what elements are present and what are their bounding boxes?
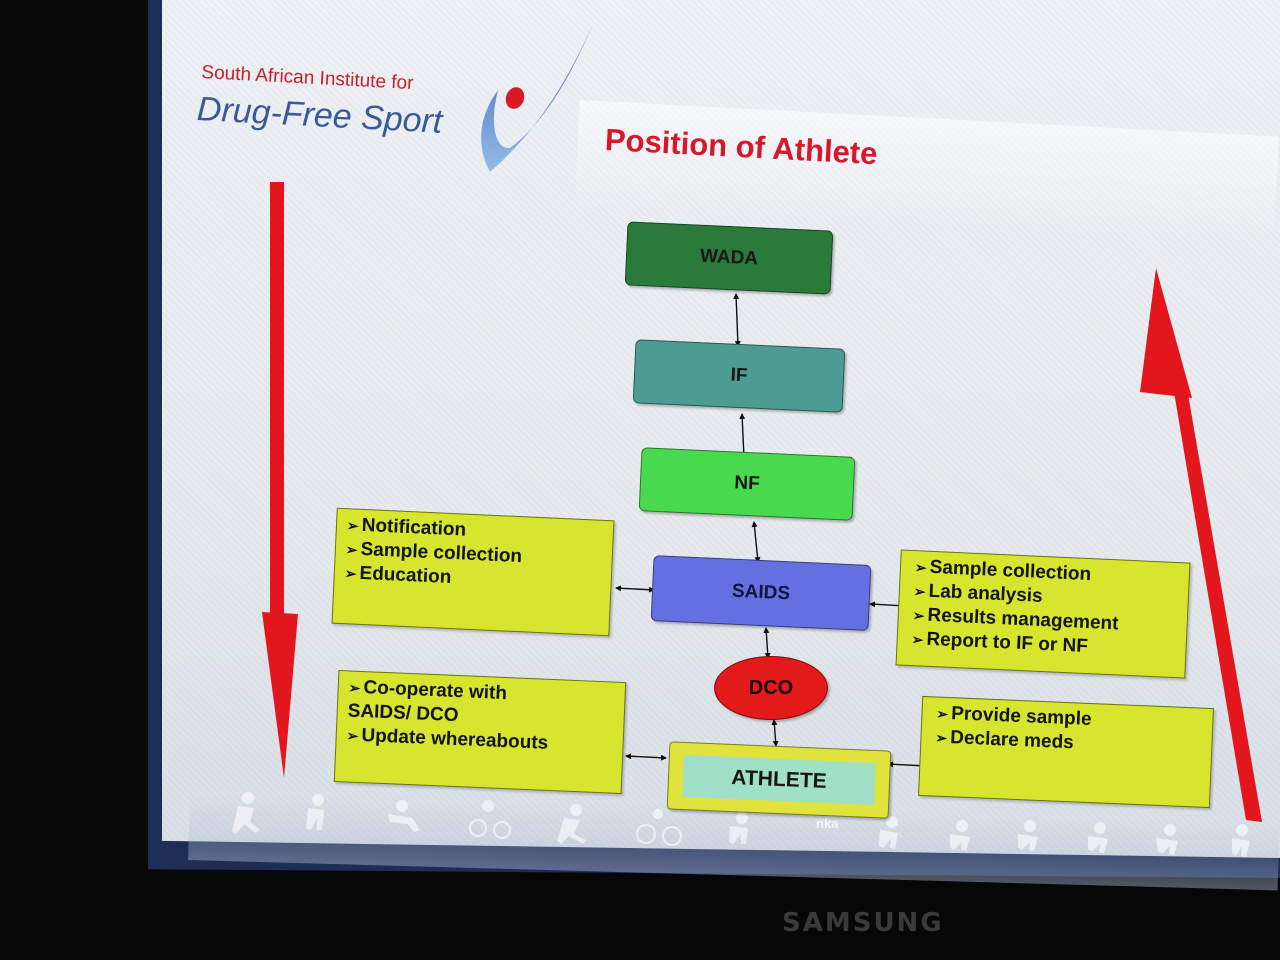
sprinter-icon xyxy=(557,804,586,844)
node-if-label: IF xyxy=(730,364,748,387)
red-down-arrow xyxy=(262,182,298,778)
connector-if-nf xyxy=(739,413,747,459)
red-up-arrow xyxy=(1140,268,1262,822)
node-nf-label: NF xyxy=(733,472,761,495)
node-saids-label: SAIDS xyxy=(731,580,791,605)
tennis-player-icon xyxy=(1088,822,1108,853)
box-saids-duties-right: Sample collection Lab analysis Results m… xyxy=(895,549,1191,679)
connector-nf-saids xyxy=(751,521,761,563)
swimmer-icon xyxy=(388,800,420,832)
node-nf: NF xyxy=(638,447,856,521)
connector-topleft-saids xyxy=(615,585,655,593)
gymnast-icon xyxy=(879,816,898,849)
node-dco: DCO xyxy=(714,656,828,720)
node-athlete: ATHLETE xyxy=(666,741,892,819)
node-wada-label: WADA xyxy=(699,245,759,270)
connector-bottomleft-athlete xyxy=(625,753,667,761)
diver-icon xyxy=(729,812,748,844)
footer-partial-text: nka xyxy=(816,816,839,831)
cyclist-icon xyxy=(469,800,511,839)
connector-saids-dco xyxy=(763,627,771,659)
boxer-icon xyxy=(306,794,324,830)
monitor-brand-logo: SAMSUNG xyxy=(782,908,944,938)
box-athlete-duties-right: Provide sample Declare meds xyxy=(918,695,1214,809)
node-athlete-label: ATHLETE xyxy=(730,766,828,793)
runner-icon xyxy=(232,792,260,834)
node-if: IF xyxy=(632,339,846,413)
box-athlete-duties-left: Co-operate with SAIDS/ DCO Update wherea… xyxy=(333,670,627,794)
bicycle-icon xyxy=(636,809,682,846)
node-wada: WADA xyxy=(624,221,834,295)
weightlifter-icon xyxy=(1156,824,1178,855)
node-dco-label: DCO xyxy=(748,676,794,699)
node-saids: SAIDS xyxy=(650,555,872,631)
connector-dco-athlete xyxy=(771,719,779,747)
box-saids-duties-left: Notification Sample collection Education xyxy=(331,507,615,637)
connector-wada-if xyxy=(733,293,741,347)
archer-icon xyxy=(1232,824,1250,857)
wrestler-icon xyxy=(950,820,970,851)
swoosh-logo-icon xyxy=(481,24,593,172)
skater-icon xyxy=(1018,820,1038,851)
